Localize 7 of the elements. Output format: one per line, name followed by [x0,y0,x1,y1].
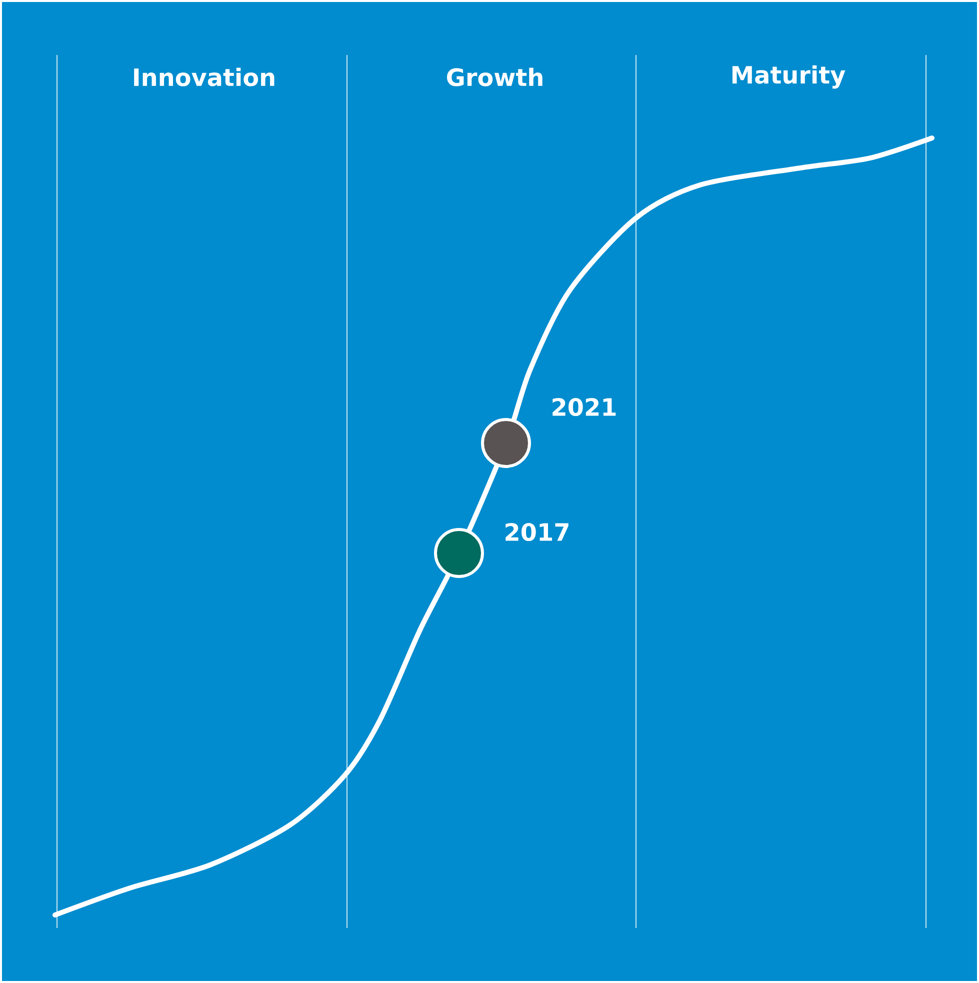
marker-dot [434,528,484,578]
year-label: 2021 [552,398,616,416]
phase-heading: Growth [447,68,542,86]
marker-dot [481,418,531,468]
year-label: 2017 [506,522,568,542]
phase-heading: Innovation [134,68,274,86]
phase-heading: Maturity [732,65,846,89]
